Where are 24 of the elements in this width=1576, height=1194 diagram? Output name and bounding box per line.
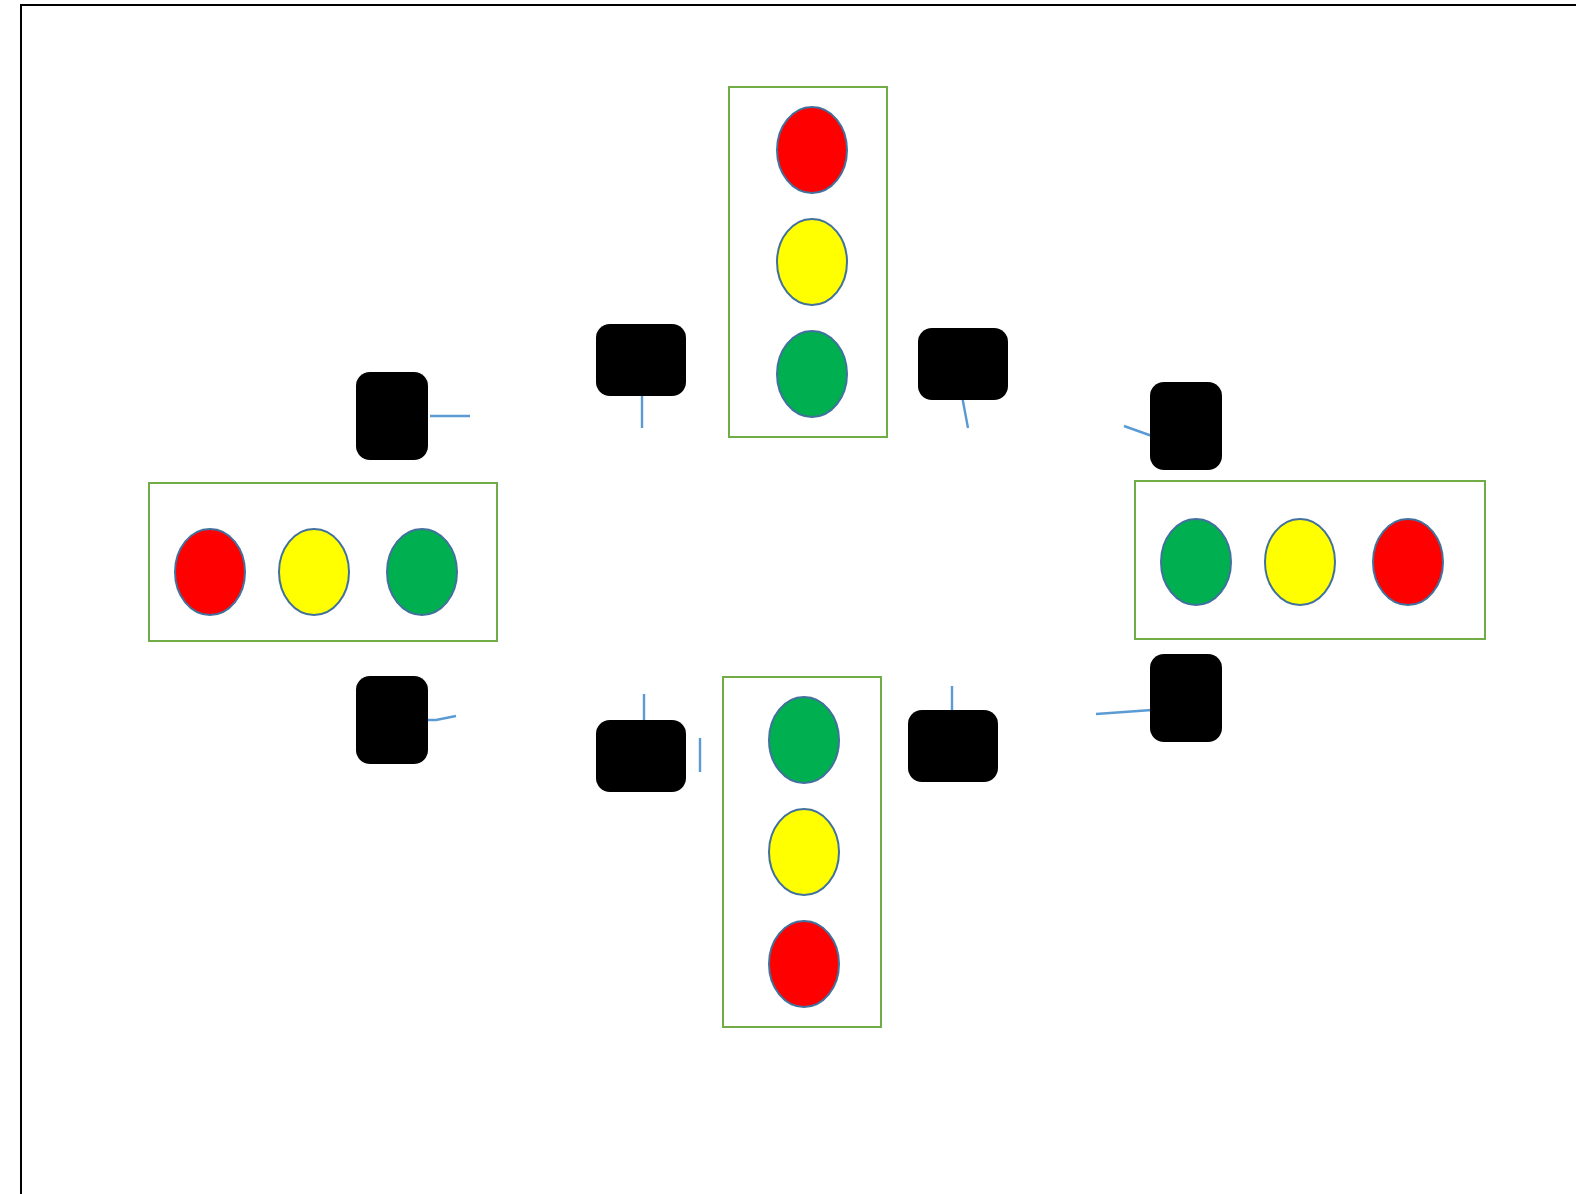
signal-lamp	[1264, 518, 1336, 606]
signal-block	[596, 720, 686, 792]
signal-block	[356, 676, 428, 764]
traffic-light-panel	[728, 86, 888, 438]
signal-lamp	[386, 528, 458, 616]
signal-lamp	[776, 218, 848, 306]
traffic-light-panel	[722, 676, 882, 1028]
signal-lamp	[768, 920, 840, 1008]
signal-lamp	[776, 330, 848, 418]
traffic-light-panel	[148, 482, 498, 642]
signal-block	[908, 710, 998, 782]
traffic-light-panel	[1134, 480, 1486, 640]
signal-block	[1150, 654, 1222, 742]
signal-lamp	[278, 528, 350, 616]
signal-lamp	[1160, 518, 1232, 606]
signal-block	[1150, 382, 1222, 470]
signal-lamp	[768, 696, 840, 784]
signal-lamp	[776, 106, 848, 194]
signal-lamp	[1372, 518, 1444, 606]
signal-lamp	[174, 528, 246, 616]
signal-block	[356, 372, 428, 460]
signal-lamp	[768, 808, 840, 896]
signal-block	[918, 328, 1008, 400]
signal-block	[596, 324, 686, 396]
